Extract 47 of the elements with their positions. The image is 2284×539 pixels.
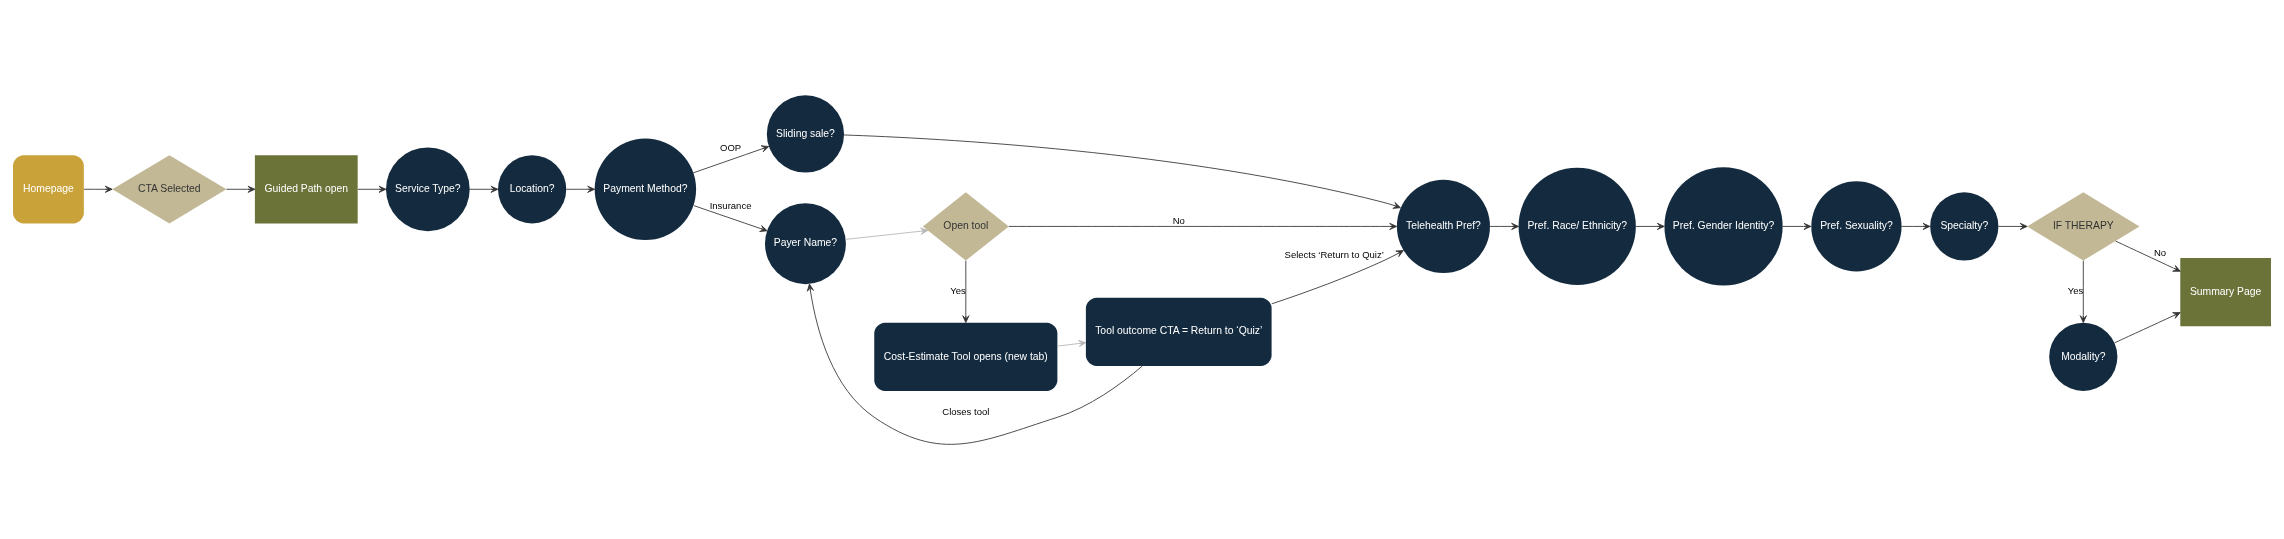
node-box: Guided Path open — [254, 154, 358, 223]
node-circle: Location? — [498, 154, 567, 223]
arrow — [1998, 222, 2028, 230]
arrow — [566, 185, 595, 193]
edge-label: OOP — [720, 141, 742, 153]
arrow — [1901, 222, 1931, 230]
arrow — [225, 185, 256, 193]
arrow — [2079, 259, 2087, 323]
node-box: Tool outcome CTA = Return to ‘Quiz’ — [1085, 297, 1272, 366]
arrow — [2114, 311, 2181, 343]
arrow — [1635, 222, 1665, 230]
arrow — [357, 185, 387, 193]
arrow — [83, 185, 113, 193]
arrow — [693, 204, 768, 232]
node-circle: Modality? — [2049, 322, 2118, 391]
node-box: Summary Page — [2180, 257, 2271, 326]
arrow — [2115, 240, 2181, 272]
node-diamond: IF THERAPY — [2027, 191, 2140, 261]
arrow — [806, 283, 1143, 445]
arrow — [1008, 222, 1398, 230]
node-circle: Payment Method? — [594, 138, 697, 240]
edge-label: No — [1172, 214, 1185, 226]
arrow — [469, 185, 499, 193]
arrow — [1782, 222, 1812, 230]
edge-label: Yes — [2067, 284, 2084, 296]
edge-label: Insurance — [709, 199, 752, 211]
arrow — [843, 134, 1401, 209]
node-circle: Pref. Gender Identity? — [1664, 166, 1783, 285]
edge-label: Closes tool — [942, 405, 990, 417]
arrow — [1489, 222, 1519, 230]
node-box: Homepage — [13, 154, 84, 223]
node-circle: Specialty? — [1930, 191, 1999, 261]
arrow — [1271, 249, 1404, 304]
node-box: Cost-Estimate Tool opens (new tab) — [874, 322, 1058, 391]
node-diamond: CTA Selected — [112, 154, 227, 223]
node-circle: Pref. Race/ Ethnicity? — [1518, 167, 1636, 285]
node-circle: Sliding sale? — [766, 94, 845, 173]
edge-label: No — [2153, 246, 2167, 258]
node-circle: Pref. Sexuality? — [1811, 180, 1902, 272]
edge-label: Selects ‘Return to Quiz’ — [1284, 248, 1384, 260]
edge-label: Yes — [950, 284, 966, 296]
arrow — [962, 259, 970, 323]
node-circle: Service Type? — [386, 146, 470, 231]
arrow — [1057, 339, 1087, 347]
node-circle: Payer Name? — [764, 202, 846, 284]
arrow — [692, 144, 770, 173]
arrow — [845, 227, 929, 240]
